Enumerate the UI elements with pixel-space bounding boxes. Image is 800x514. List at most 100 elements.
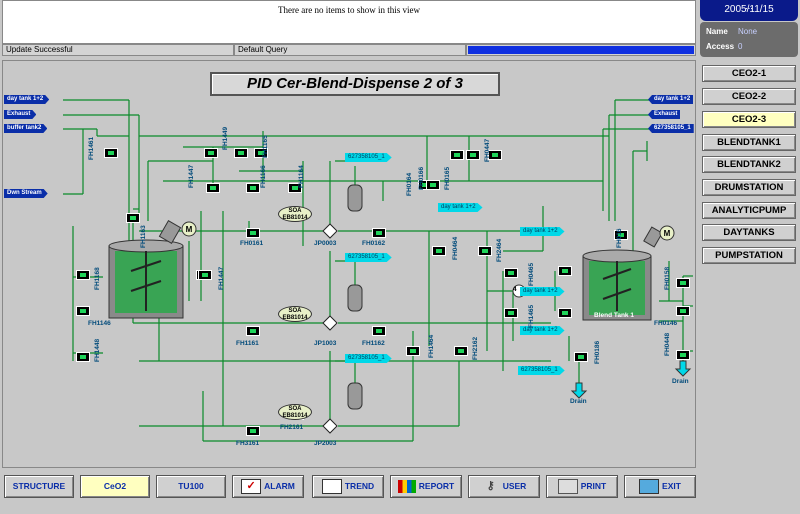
pid-diagram: M M [2,60,696,468]
nav-ceo2-2[interactable]: CEO2-2 [702,88,796,105]
valve-label: FH1166 [260,165,267,188]
tag-left-exhaust[interactable]: Exhaust [4,110,36,119]
valve-label: FH0465 [528,262,535,286]
valve-icon[interactable] [372,326,386,336]
cyan-tag[interactable]: day tank 1+2 [520,287,565,296]
valve-icon[interactable] [558,266,572,276]
valve-icon[interactable] [614,230,628,240]
report-button[interactable]: REPORT [390,475,462,498]
printer-icon [557,479,578,495]
tag-right-daytank[interactable]: day tank 1+2 [648,95,694,104]
cyan-tag[interactable]: 627358105_1 [518,366,565,375]
valve-icon[interactable] [126,213,140,223]
status-bar: Update Successful Default Query [2,44,696,56]
valve-icon[interactable] [76,352,90,362]
left-blend-tank: M [108,220,197,319]
pump-label: JP2003 [314,440,337,447]
cyan-tag[interactable]: day tank 1+2 [438,203,483,212]
user-info: Name None Access 0 [700,22,798,57]
valve-icon[interactable] [246,426,260,436]
valve-icon[interactable] [574,352,588,362]
valve-icon[interactable] [478,246,492,256]
valve-icon[interactable] [676,350,690,360]
nav-ceo2-3[interactable]: CEO2-3 [702,111,796,128]
valve-label: FH2162 [472,336,479,360]
cyan-tag[interactable]: 627358105_1 [345,354,392,363]
nav-blendtank1[interactable]: BLENDTANK1 [702,134,796,151]
page-title: PID Cer-Blend-Dispense 2 of 3 [210,72,500,96]
valve-icon[interactable] [198,270,212,280]
valve-label: FH1465 [528,304,535,328]
valve-label: FH1165 [262,135,269,158]
valve-label: FH0161 [240,240,264,247]
tag-left-buffer[interactable]: buffer tank2 [4,124,47,133]
tu100-button[interactable]: TU100 [156,475,226,498]
key-icon: ⚷ [486,480,495,493]
valve-icon[interactable] [406,346,420,356]
valve-icon[interactable] [372,228,386,238]
nav-drumstation[interactable]: DRUMSTATION [702,179,796,196]
pump-label: JP1003 [314,340,337,347]
print-button[interactable]: PRINT [546,475,618,498]
valve-icon[interactable] [76,270,90,280]
trend-button[interactable]: TREND [312,475,384,498]
ceo2-button[interactable]: CeO2 [80,475,150,498]
structure-button[interactable]: STRUCTURE [4,475,74,498]
valve-label: FH0448 [664,332,671,356]
valve-icon[interactable] [676,278,690,288]
valve-icon[interactable] [426,180,440,190]
valve-label: FH016 [616,228,623,248]
valve-icon[interactable] [246,183,260,193]
cyan-tag[interactable]: 627358105_1 [345,153,392,162]
valve-label: FH0162 [362,240,386,247]
valve-icon[interactable] [204,148,218,158]
valve-icon[interactable] [104,148,118,158]
cyan-tag[interactable]: day tank 1+2 [520,326,565,335]
valve-label: FH1449 [222,126,229,150]
valve-label: FH1447 [218,266,225,290]
nav-blendtank2[interactable]: BLENDTANK2 [702,156,796,173]
valve-label: FH0447 [484,138,491,162]
valve-label: FH0166 [418,166,425,190]
valve-icon[interactable] [432,246,446,256]
valve-icon[interactable] [558,308,572,318]
tag-left-daytank[interactable]: day tank 1+2 [4,95,49,104]
cyan-tag[interactable]: 627358105_1 [345,253,392,262]
valve-icon[interactable] [488,150,502,160]
valve-icon[interactable] [246,326,260,336]
status-message: Update Successful [2,44,234,56]
drain-label: Drain [570,398,587,405]
valve-icon[interactable] [234,148,248,158]
user-button[interactable]: ⚷USER [468,475,540,498]
pump-label: JP0003 [314,240,337,247]
cyan-tag[interactable]: day tank 1+2 [520,227,565,236]
valve-label: FH0164 [406,172,413,196]
alarm-button[interactable]: ✓ALARM [232,475,304,498]
tag-right-627[interactable]: 627358105_1 [648,124,694,133]
nav-daytanks[interactable]: DAYTANKS [702,224,796,241]
name-label: Name [706,27,728,36]
valve-label: FH1447 [188,164,195,188]
valve-icon[interactable] [254,148,268,158]
nav-pumpstation[interactable]: PUMPSTATION [702,247,796,264]
valve-icon[interactable] [246,228,260,238]
access-value: 0 [738,42,743,51]
valve-icon[interactable] [76,306,90,316]
report-icon [397,480,416,494]
valve-icon[interactable] [450,150,464,160]
tag-left-downstream[interactable]: Dwn Stream [4,189,48,198]
valve-icon[interactable] [466,150,480,160]
tag-right-exhaust[interactable]: Exhaust [648,110,681,119]
nav-ceo2-1[interactable]: CEO2-1 [702,65,796,82]
valve-icon[interactable] [206,183,220,193]
valve-icon[interactable] [676,306,690,316]
exit-button[interactable]: EXIT [624,475,696,498]
valve-icon[interactable] [504,308,518,318]
valve-icon[interactable] [288,183,302,193]
name-value: None [738,27,758,36]
nav-analyticpump[interactable]: ANALYTICPUMP [702,202,796,219]
valve-icon[interactable] [454,346,468,356]
valve-label: FH3161 [236,440,260,447]
valve-icon[interactable] [504,268,518,278]
